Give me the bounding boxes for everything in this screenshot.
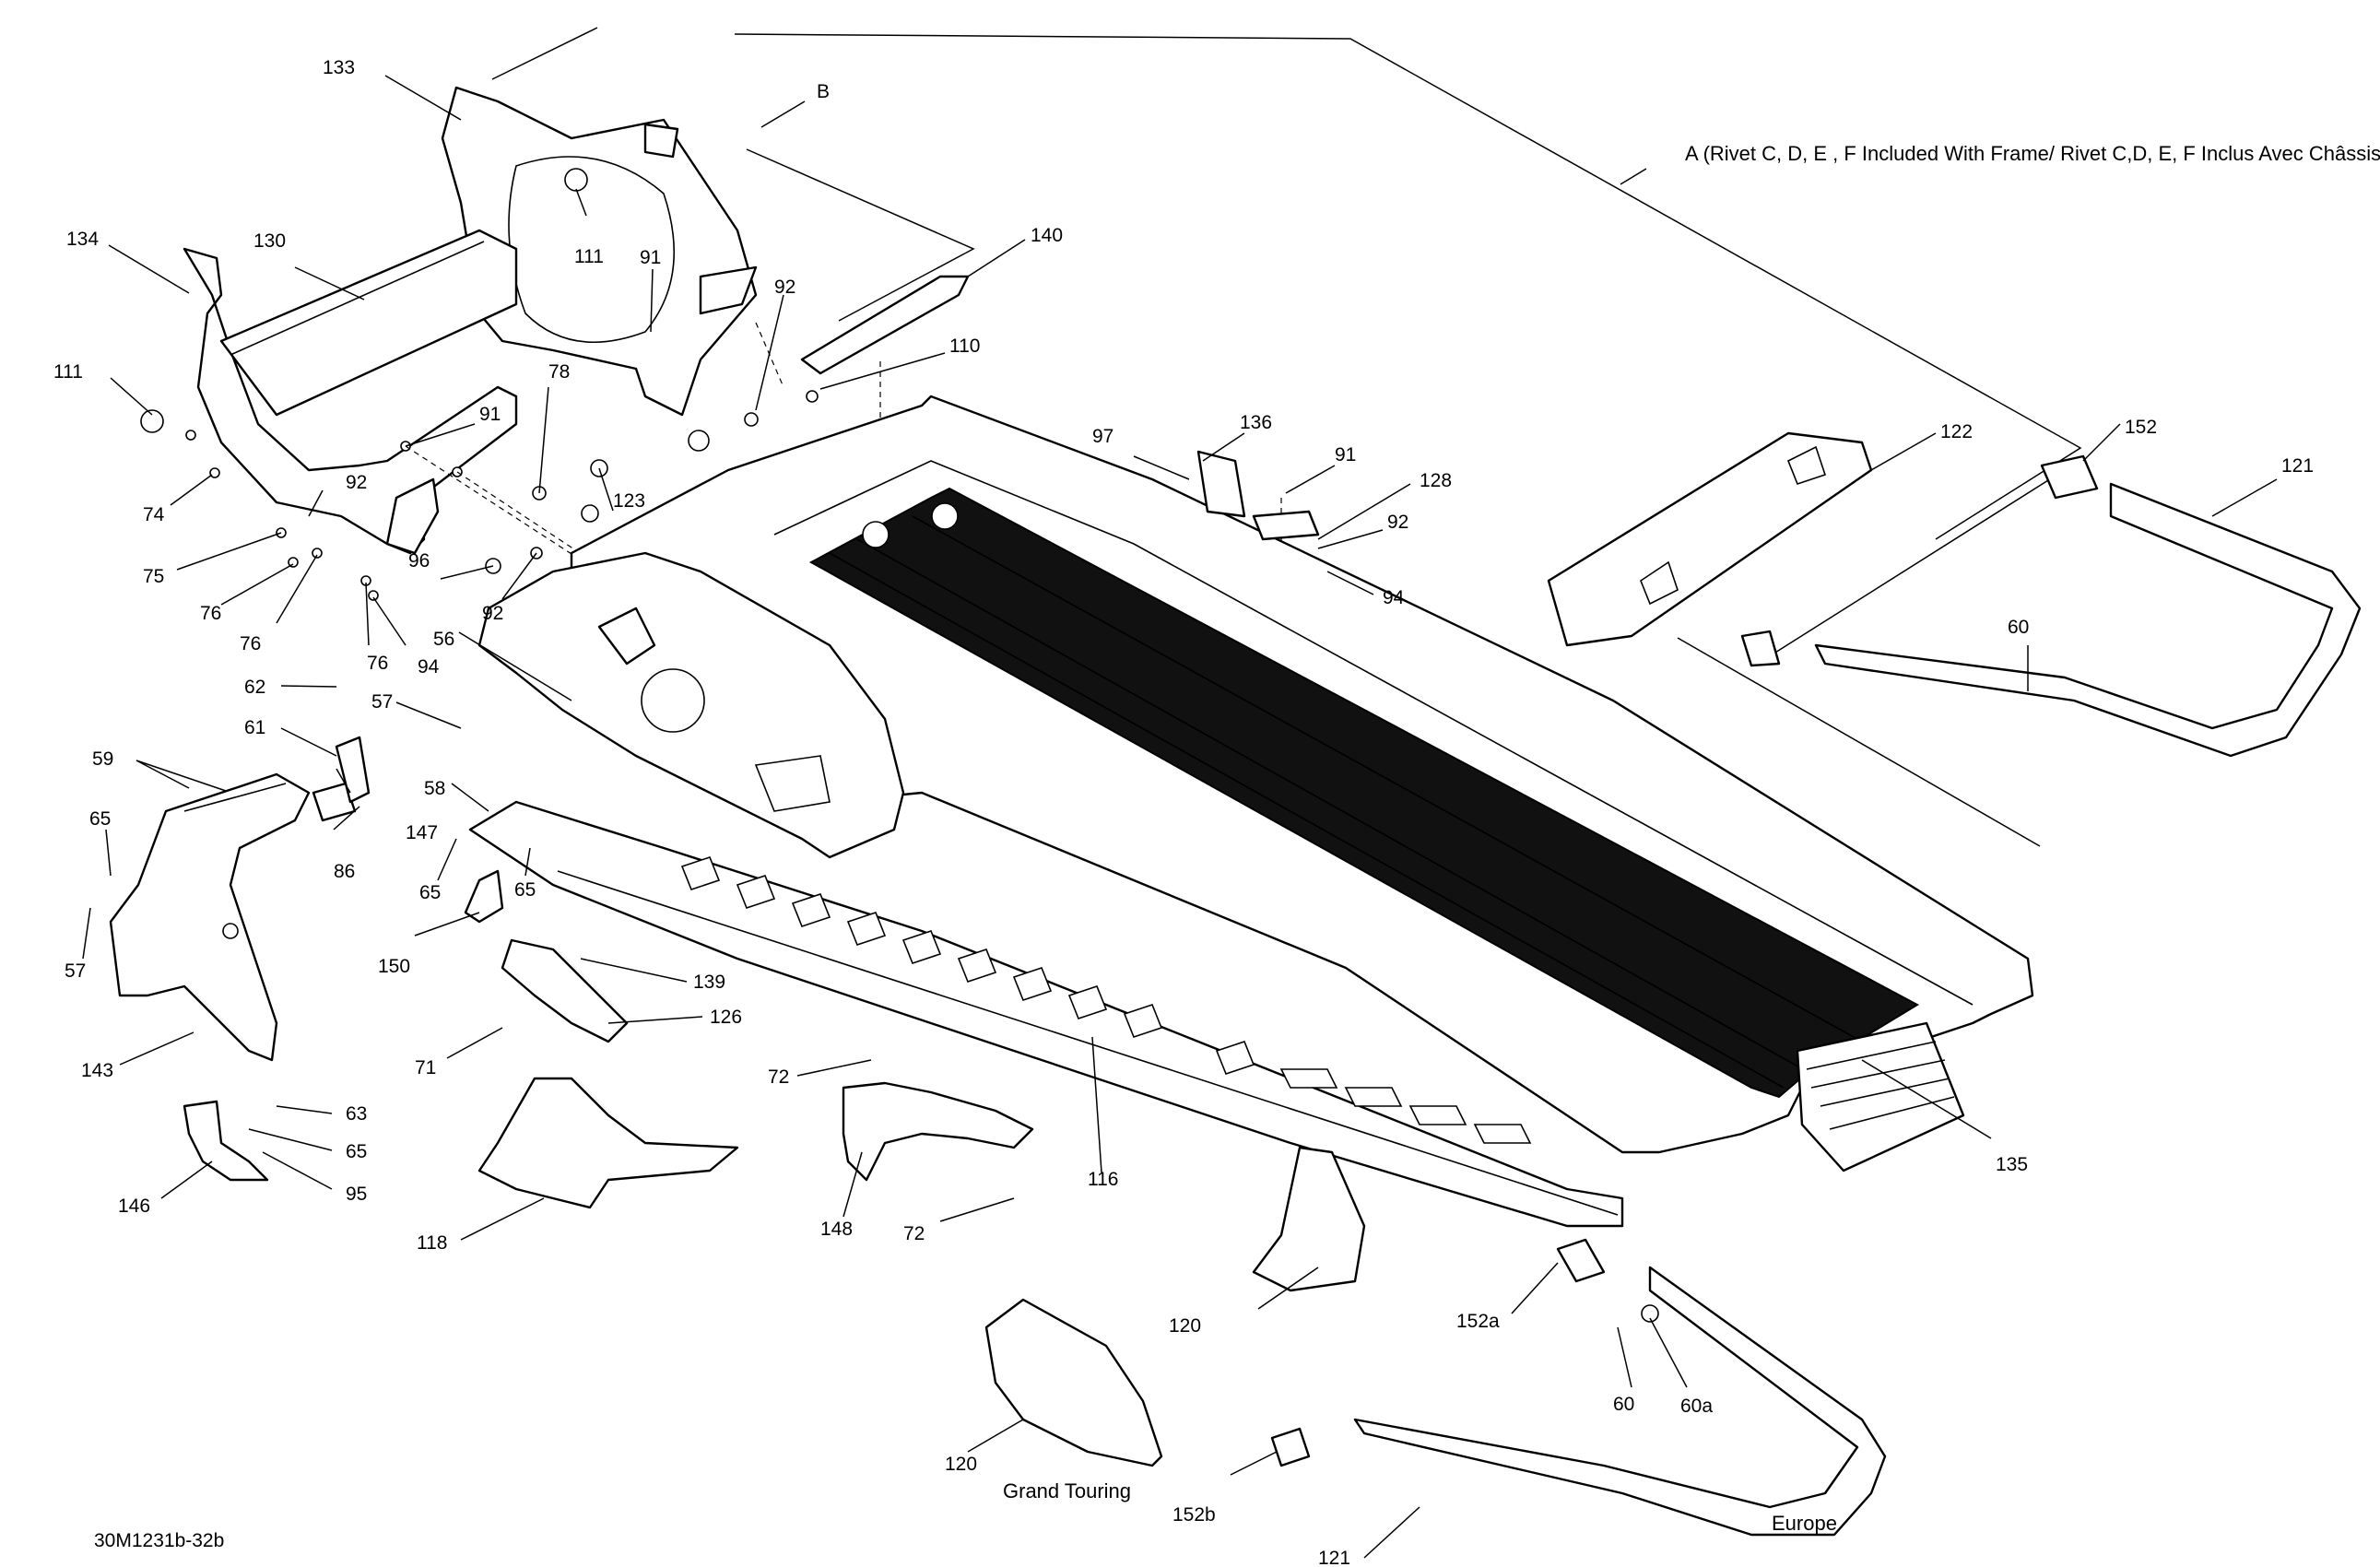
plate-122 [1547,431,1873,647]
tunnel-side-plate [477,551,905,859]
callout-92: 92 [482,603,503,624]
plate-120-upper [1252,1146,1366,1292]
callout-58: 58 [424,778,445,799]
plate-126 [501,938,629,1043]
annotation-labels: B A (Rivet C, D, E , F Included With Fra… [94,81,2380,1551]
callout-94: 94 [1383,587,1405,608]
callout-110: 110 [949,336,980,357]
plate-136 [1196,450,1320,541]
callout-72: 72 [768,1066,789,1088]
callout-111: 111 [53,361,83,383]
callout-71: 71 [415,1057,436,1078]
callout-147: 147 [406,822,438,843]
callout-57: 57 [371,691,393,713]
callout-133: 133 [323,57,355,78]
bracket-140 [800,275,970,375]
callout-72: 72 [903,1223,925,1244]
running-board [468,800,1624,1228]
callout-91: 91 [1335,444,1356,465]
front-bracket-143 [109,772,357,1062]
callout-152a: 152a [1456,1311,1500,1332]
callout-120: 120 [1169,1315,1201,1337]
callout-63: 63 [346,1103,367,1125]
running-board-cutouts [680,856,1532,1144]
callout-136: 136 [1240,412,1272,433]
callout-76: 76 [240,633,261,654]
callout-91: 91 [479,404,501,425]
callout-146: 146 [118,1196,150,1217]
callout-128: 128 [1420,470,1452,491]
callout-148: 148 [820,1219,853,1240]
callout-123: 123 [613,490,645,512]
bracket-150 [464,869,504,924]
callout-122: 122 [1940,421,1973,442]
callout-152: 152 [2125,417,2157,438]
callout-96: 96 [408,550,430,571]
callout-76: 76 [200,603,221,624]
variant-label-grand-touring: Grand Touring [1003,1479,1131,1502]
callout-111: 111 [574,246,604,267]
callout-134: 134 [66,229,99,250]
callout-95: 95 [346,1184,367,1205]
callout-135: 135 [1996,1154,2028,1175]
callout-152b: 152b [1172,1504,1216,1526]
callout-75: 75 [143,566,164,587]
callout-74: 74 [143,504,165,525]
callout-57: 57 [65,960,86,982]
rear-frame-assembly [140,86,758,555]
group-b-outline [491,27,975,322]
footrest-118 [477,1077,739,1209]
callout-126: 126 [710,1007,742,1028]
group-label-b: B [817,81,830,102]
callout-62: 62 [244,677,265,698]
callout-130: 130 [253,230,286,252]
bracket-146 [183,1100,269,1182]
callout-121: 121 [2281,455,2314,477]
callout-118: 118 [417,1232,447,1254]
callout-116: 116 [1088,1169,1118,1190]
callout-78: 78 [548,361,570,383]
callout-65: 65 [419,882,441,903]
callout-65: 65 [514,879,536,901]
callout-61: 61 [244,717,265,738]
callout-91: 91 [640,247,661,268]
group-label-a: A (Rivet C, D, E , F Included With Frame… [1685,142,2380,165]
callout-92: 92 [1387,512,1408,533]
callout-139: 139 [693,972,725,993]
plate-120-grand-touring [984,1298,1163,1467]
callout-65: 65 [346,1141,367,1162]
variant-label-europe: Europe [1772,1512,1837,1535]
callout-150: 150 [378,956,410,977]
callout-143: 143 [81,1060,113,1081]
bumper-121-lower [1270,1238,1887,1537]
leader-lines [82,75,2278,1559]
callout-94: 94 [418,656,440,677]
callout-60a: 60a [1680,1396,1713,1417]
callout-86: 86 [334,861,355,882]
callout-60: 60 [2008,617,2029,638]
bumper-121-upper [1740,454,2362,758]
callout-92: 92 [346,472,367,493]
document-code: 30M1231b-32b [94,1530,224,1551]
callout-labels: 133 134 130 111 111 91 92 140 110 74 75 … [53,57,2314,1567]
callout-59: 59 [92,748,113,770]
callout-76: 76 [367,653,388,674]
tunnel-assembly [570,395,2034,1172]
group-a-outline [734,33,2082,847]
callout-120: 120 [945,1454,977,1475]
callout-97: 97 [1092,426,1113,447]
footrest-148 [842,1081,1034,1182]
callout-92: 92 [774,277,795,298]
callout-56: 56 [433,629,454,650]
callout-65: 65 [89,808,111,830]
callout-121: 121 [1318,1548,1350,1567]
callout-60: 60 [1613,1394,1634,1415]
callout-140: 140 [1031,225,1063,246]
rear-hardware [185,390,819,601]
